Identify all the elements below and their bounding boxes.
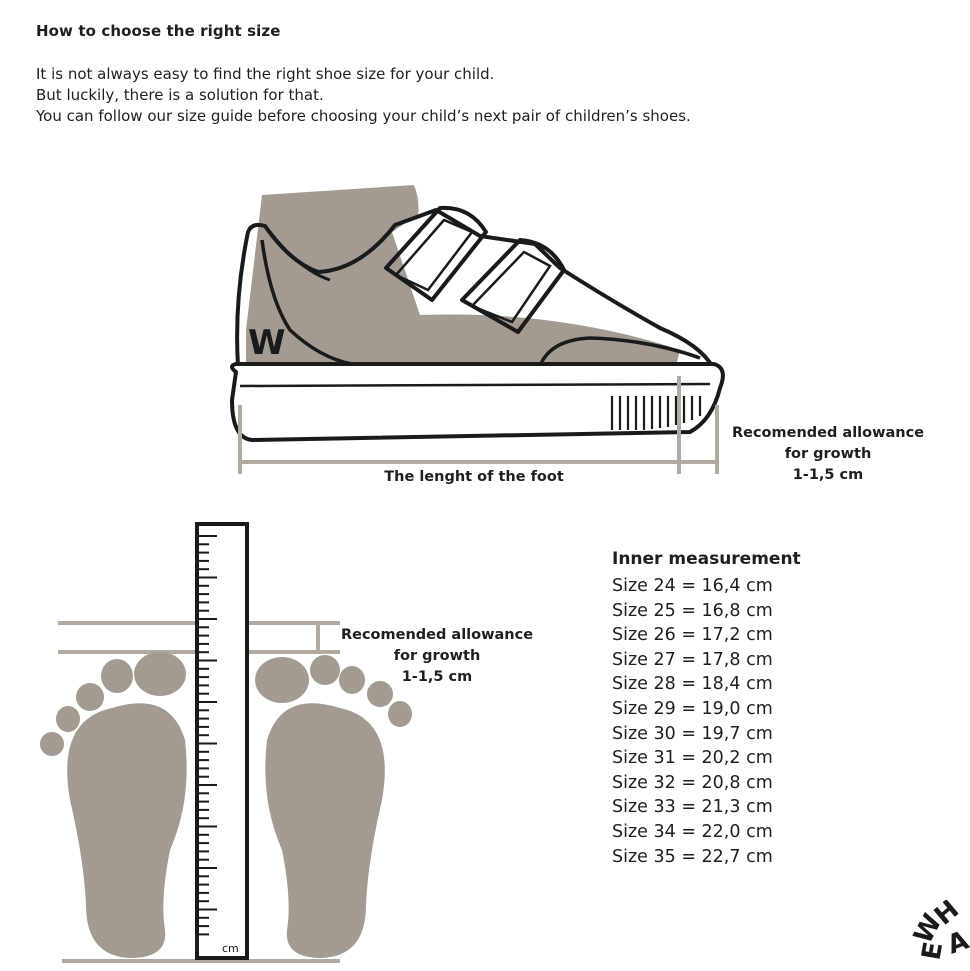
- size-row: Size 33 = 21,3 cm: [612, 797, 773, 818]
- ruler-unit-label: cm: [222, 942, 239, 955]
- foot-allowance-label: Recomended allowance for growth 1-1,5 cm: [326, 625, 548, 688]
- sole-grip: [610, 396, 702, 430]
- size-row: Size 32 = 20,8 cm: [612, 772, 773, 793]
- foot-length-label: The lenght of the foot: [384, 469, 564, 485]
- size-row: Size 25 = 16,8 cm: [612, 600, 773, 621]
- intro-line-3: You can follow our size guide before cho…: [36, 107, 691, 125]
- foot-silhouette: [246, 185, 680, 366]
- left-footprint: [40, 652, 187, 958]
- allowance-line-1: Recomended allowance: [340, 627, 534, 643]
- intro-line-2: But luckily, there is a solution for tha…: [36, 86, 324, 104]
- size-row: Size 31 = 20,2 cm: [612, 748, 773, 769]
- size-row: Size 29 = 19,0 cm: [612, 698, 773, 719]
- page-title: How to choose the right size: [36, 22, 281, 40]
- size-row: Size 24 = 16,4 cm: [612, 576, 773, 596]
- allowance-line-3: 1-1,5 cm: [792, 467, 864, 483]
- inner-measurement-title: Inner measurement: [612, 549, 801, 569]
- shoe-logo-letter: W: [248, 323, 286, 363]
- allowance-line-2: for growth: [393, 648, 481, 664]
- intro-line-1: It is not always easy to find the right …: [36, 65, 495, 83]
- velcro-strap-2: [460, 238, 566, 334]
- size-row: Size 28 = 18,4 cm: [612, 674, 773, 695]
- ruler: cm: [195, 522, 249, 960]
- size-list: Size 24 = 16,4 cm Size 25 = 16,8 cm Size…: [612, 574, 773, 869]
- size-row: Size 27 = 17,8 cm: [612, 649, 773, 670]
- size-row: Size 34 = 22,0 cm: [612, 821, 773, 842]
- size-row: Size 30 = 19,7 cm: [612, 723, 773, 744]
- allowance-line-2: for growth: [784, 446, 872, 462]
- velcro-strap-1: [384, 205, 488, 302]
- brand-logo-icon: W H E A: [912, 900, 970, 963]
- size-row: Size 35 = 22,7 cm: [612, 846, 773, 867]
- shoe-allowance-label: Recomended allowance for growth 1-1,5 cm: [718, 423, 938, 486]
- shoe-length-guide: [238, 376, 719, 474]
- allowance-line-1: Recomended allowance: [731, 425, 925, 441]
- right-footprint: [255, 655, 412, 958]
- allowance-line-3: 1-1,5 cm: [401, 669, 473, 685]
- size-row: Size 26 = 17,2 cm: [612, 625, 773, 646]
